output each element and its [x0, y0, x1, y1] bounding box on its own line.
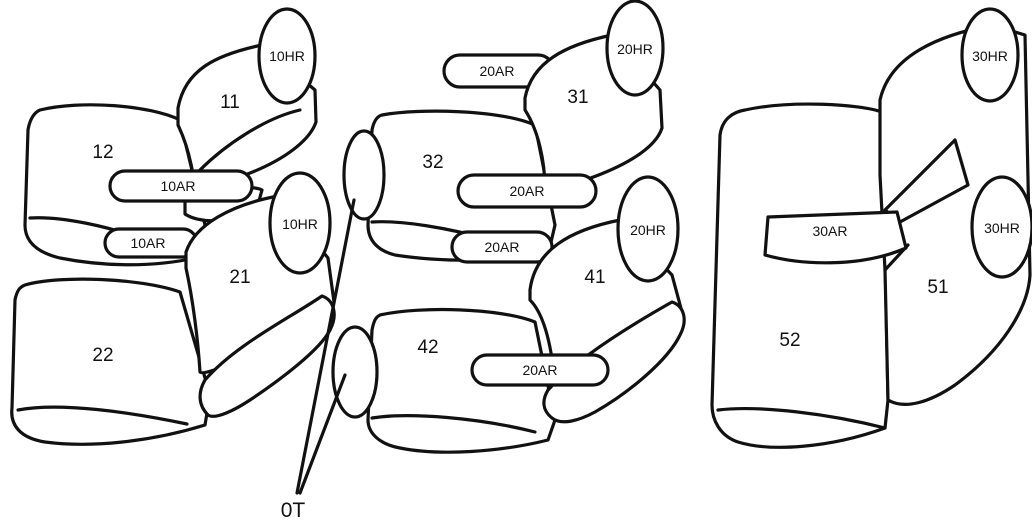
headrest-20hr-top	[605, 0, 665, 97]
label-seat-51: 51	[927, 277, 948, 298]
headrest-20hr-lower	[616, 175, 680, 283]
label-seat-42: 42	[417, 337, 438, 358]
label-10ar-lower: 10AR	[130, 235, 165, 251]
seat-22-cushion	[10, 277, 212, 446]
headrest-30hr-lower	[970, 175, 1032, 279]
seat-21-cushion	[198, 294, 336, 418]
label-30ar: 30AR	[812, 223, 847, 239]
armrest-30ar	[763, 210, 908, 265]
label-seat-21: 21	[229, 267, 250, 288]
label-10hr-lower: 10HR	[282, 216, 318, 232]
label-seat-52: 52	[779, 330, 800, 351]
middle-seat-group: 20AR 20HR 20AR 20AR 20HR 20AR 0T	[281, 0, 686, 522]
ot-side-part-lower	[331, 325, 379, 419]
label-seat-41: 41	[584, 267, 605, 288]
ot-leader-line-lower	[298, 373, 347, 495]
label-10ar-top: 10AR	[160, 178, 195, 194]
seat-52-cushion	[710, 102, 890, 449]
headrest-10hr-lower	[268, 171, 332, 275]
label-ot: 0T	[281, 499, 306, 522]
label-seat-22: 22	[92, 345, 113, 366]
label-20hr-lower: 20HR	[630, 222, 666, 238]
seat-41-cushion	[542, 300, 686, 424]
label-20ar-lower: 20AR	[522, 362, 557, 378]
headrest-10hr-top	[257, 7, 317, 105]
armrest-20ar-lower	[470, 353, 610, 387]
armrest-10ar-top	[108, 169, 254, 203]
label-seat-32: 32	[422, 152, 443, 173]
label-30hr-lower: 30HR	[984, 220, 1020, 236]
label-20ar-middle: 20AR	[484, 239, 519, 255]
headrest-30hr-top	[960, 7, 1020, 103]
label-seat-11: 11	[220, 92, 240, 113]
label-30hr-top: 30HR	[972, 48, 1008, 64]
seat-51-backrest	[878, 23, 1032, 406]
label-20ar-floating: 20AR	[479, 63, 514, 79]
label-20hr-top: 20HR	[617, 41, 653, 57]
ot-side-part-upper	[342, 129, 386, 221]
label-20ar-upper: 20AR	[509, 183, 544, 199]
ot-leader-line-upper	[295, 198, 356, 495]
front-seat-group: 10HR 10AR 10AR 10HR 11 12 21 22	[10, 7, 336, 446]
armrest-20ar-upper	[456, 173, 598, 209]
label-seat-31: 31	[567, 87, 588, 108]
label-10hr-top: 10HR	[269, 48, 305, 64]
label-seat-12: 12	[92, 142, 113, 163]
rear-bench-group: 30HR 30HR 30AR 51 52	[710, 7, 1032, 449]
